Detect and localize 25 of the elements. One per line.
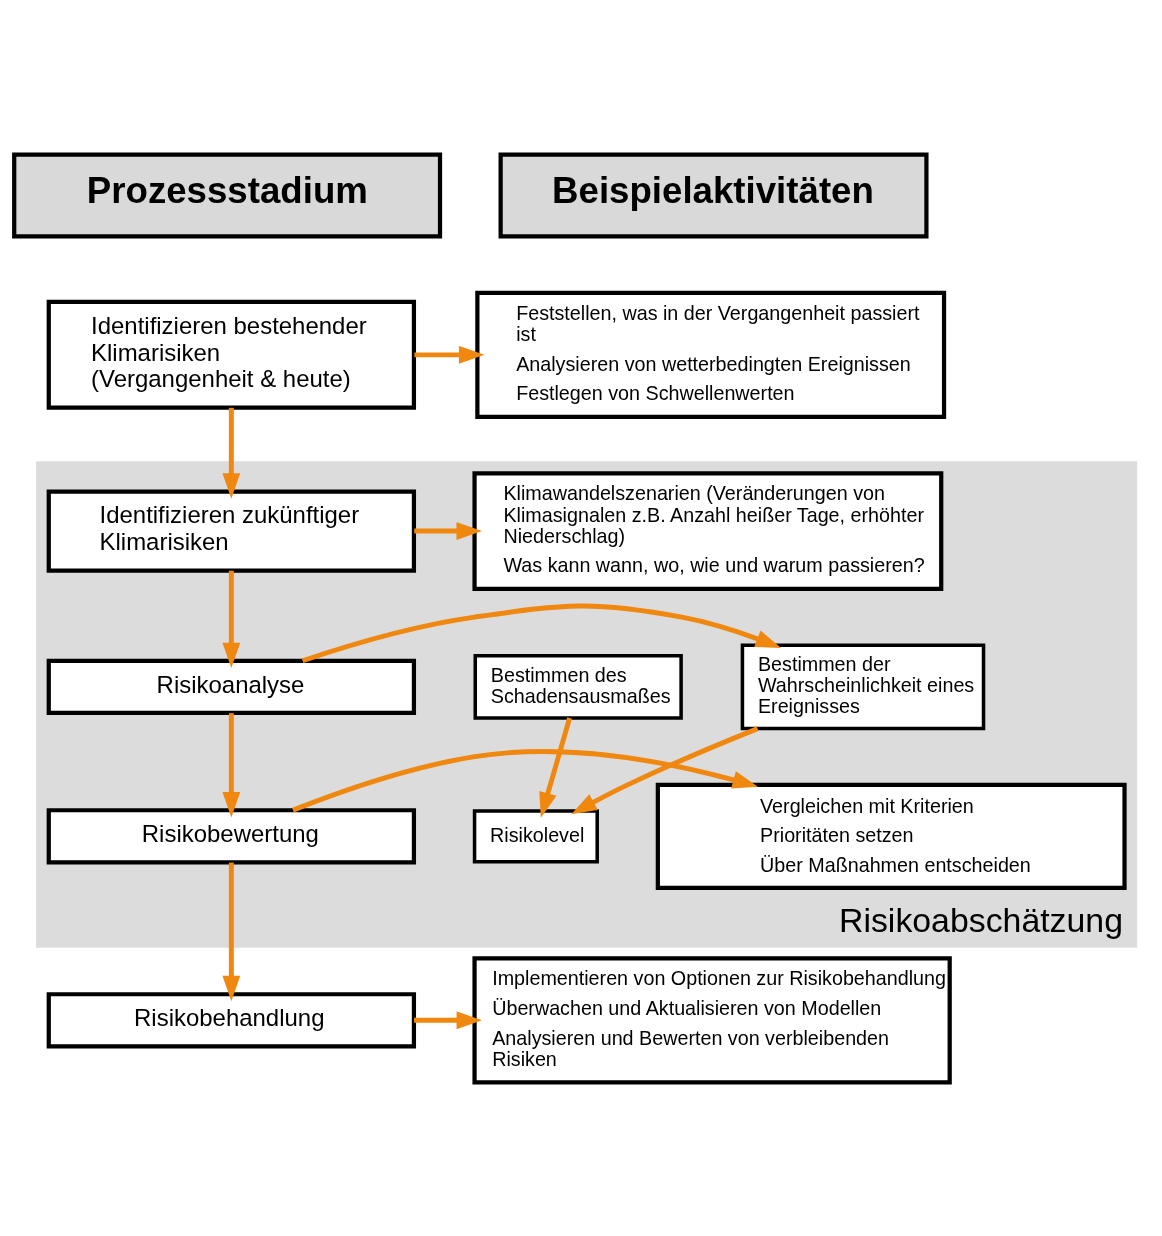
node-box: Risikobewertung [46, 807, 417, 865]
node-box: Prozessstadium [12, 152, 443, 239]
node-box: Risikobehandlung [46, 991, 417, 1049]
node-box: Identifizieren bestehender Klimarisiken (Vergangenheit & heute) [46, 299, 417, 410]
arrow [222, 862, 241, 1001]
arrow [222, 712, 241, 817]
node-box: Bestimmen des Schadensausmaßes [473, 653, 683, 720]
arrow [301, 603, 782, 663]
node-box: Identifizieren zukünftiger Klimarisiken [46, 489, 417, 573]
arrow [414, 521, 482, 540]
arrow [414, 1010, 482, 1029]
arrow [292, 748, 758, 812]
node-box: Vergleichen mit Kriterien Prioritäten setzen Über Maßnahmen entscheiden [655, 782, 1127, 890]
arrow [539, 716, 572, 818]
arrow [222, 570, 241, 668]
node-box: Beispielaktivitäten [498, 152, 929, 239]
node-box: Klimawandelszenarien (Veränderungen von Klimasignalen z.B. Anzahl heißer Tage, erhöhter Niederschlag) Was kann wann, wo, wie und warum passieren? [472, 470, 944, 591]
node-box: Feststellen, was in der Vergangenheit passiert ist Analysieren von wetterbedingten Ereignissen Festlegen von Schwellenwerten [475, 290, 947, 419]
node-box: Risikolevel [472, 808, 599, 863]
arrow [414, 345, 485, 364]
node-box: Risikoanalyse [46, 658, 417, 715]
node-box: Implementieren von Optionen zur Risikobehandlung Überwachen und Aktualisieren von Modellen Analysieren und Bewerten von verbleibenden Risiken [472, 955, 952, 1084]
arrow [571, 725, 759, 814]
arrow [222, 407, 241, 499]
node-box: Bestimmen der Wahrscheinlichkeit eines Ereignisses [740, 643, 986, 730]
